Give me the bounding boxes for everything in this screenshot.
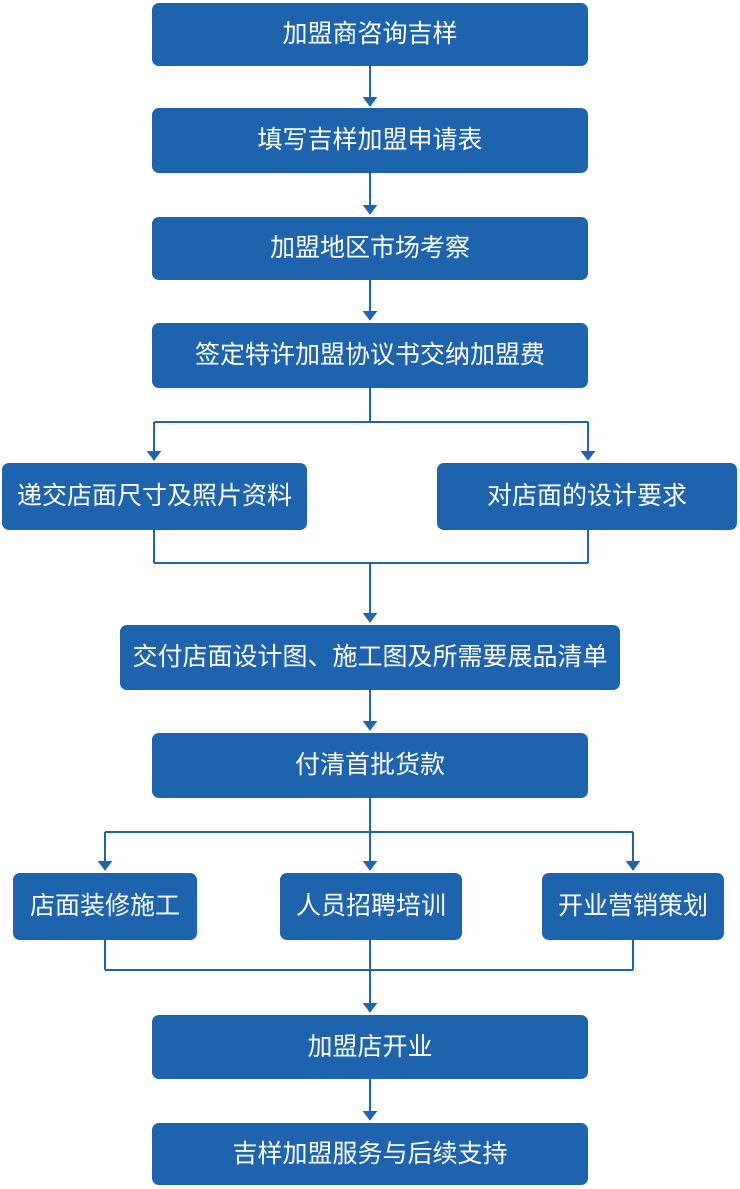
flow-node-submit-store-info: 递交店面尺寸及照片资料 (2, 463, 307, 530)
flow-node-ongoing-support: 吉样加盟服务与后续支持 (152, 1123, 588, 1185)
flow-node-pay-first-order: 付清首批货款 (152, 733, 588, 798)
flow-node-consult: 加盟商咨询吉样 (152, 3, 588, 66)
flow-node-market-survey: 加盟地区市场考察 (152, 217, 588, 280)
flow-node-store-renovation: 店面装修施工 (13, 873, 197, 940)
flow-node-marketing-plan: 开业营销策划 (542, 873, 724, 940)
flow-node-store-opening: 加盟店开业 (152, 1015, 588, 1079)
split-three-rail (105, 798, 633, 833)
flow-node-deliver-design-docs: 交付店面设计图、施工图及所需要展品清单 (120, 625, 620, 690)
merge-three-rail (104, 940, 634, 971)
merge-two-rail (153, 530, 589, 564)
flow-node-application: 填写吉样加盟申请表 (152, 108, 588, 173)
flow-node-design-requirements: 对店面的设计要求 (437, 463, 737, 530)
flow-node-sign-agreement: 签定特许加盟协议书交纳加盟费 (152, 323, 588, 388)
flow-node-staff-training: 人员招聘培训 (280, 873, 462, 940)
split-two-rail (154, 388, 588, 423)
